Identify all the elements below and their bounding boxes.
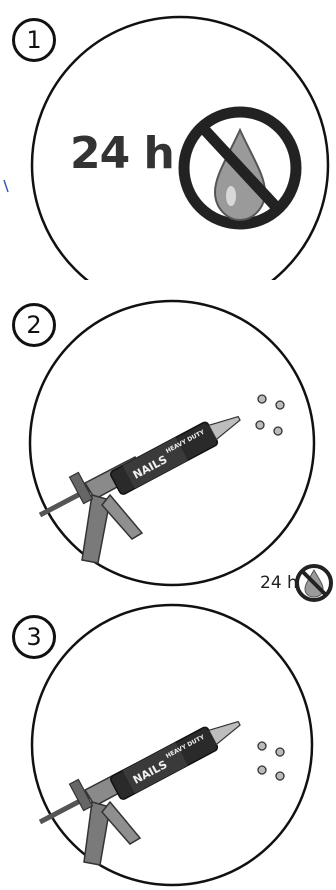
step-1-panel: 1 24 h <box>0 0 336 280</box>
step-1-badge: 1 <box>12 18 56 62</box>
no-water-icon <box>175 88 305 248</box>
step-3-badge: 3 <box>12 615 56 659</box>
step-3-panel: 3 NAILS HEAVY DUTY <box>0 600 336 890</box>
edge-mark <box>4 180 8 192</box>
step-3-number: 3 <box>26 623 41 651</box>
step-2-scene: NAILS HEAVY DUTY <box>0 295 336 595</box>
step-1-number: 1 <box>26 26 41 54</box>
step-1-cure-time: 24 h <box>70 128 174 179</box>
step-2-panel: 2 NAILS HEAVY DUTY <box>0 295 336 595</box>
step-2-number: 2 <box>26 311 41 339</box>
no-water-icon-small <box>292 559 336 607</box>
step-2-badge: 2 <box>12 303 56 347</box>
